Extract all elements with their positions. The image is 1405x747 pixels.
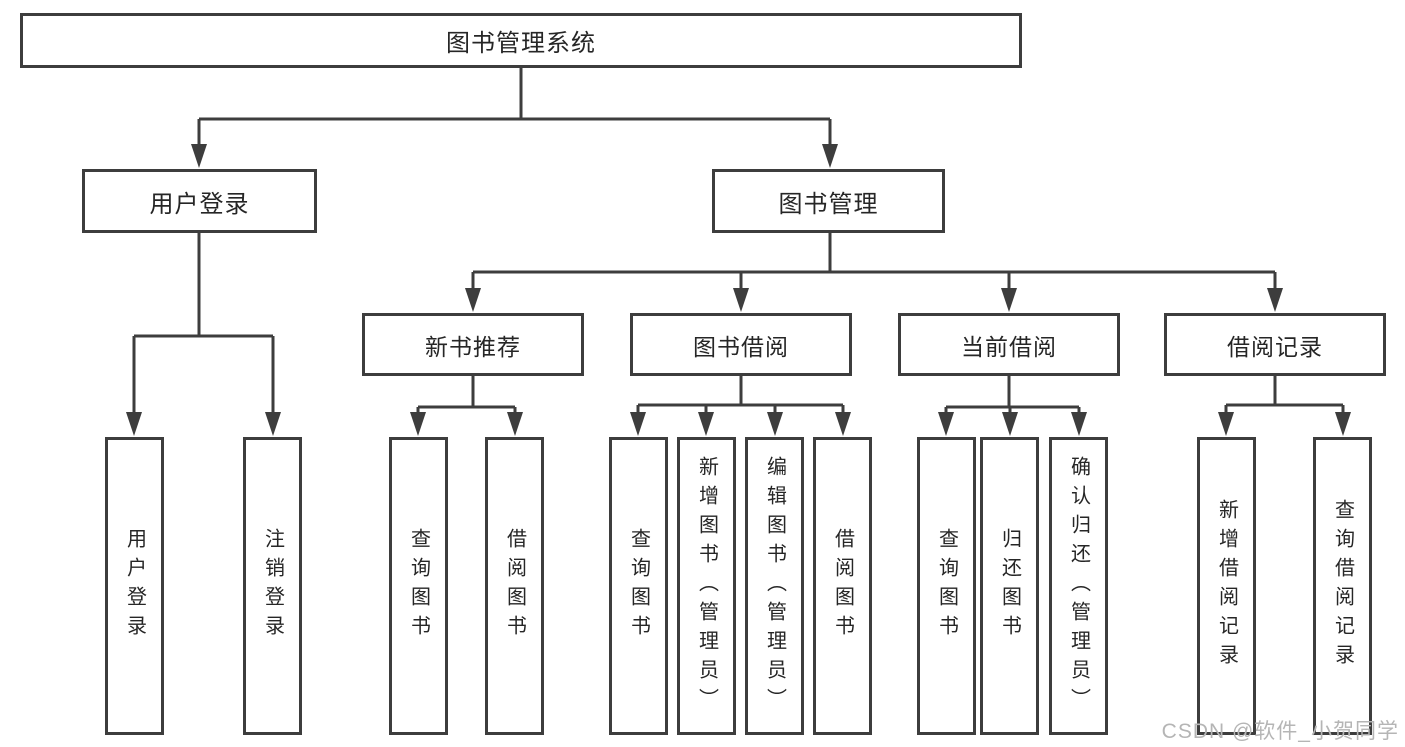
node-current-borrow: 当前借阅 [898,313,1120,376]
leaf-label: 借阅图书 [503,528,526,644]
leaf-query-books-current: 查询图书 [917,437,976,735]
node-label: 图书管理系统 [446,30,596,57]
node-label: 当前借阅 [961,333,1057,360]
leaf-borrow-books-recommend: 借阅图书 [485,437,544,735]
leaf-label: 编辑图书（管理员） [763,455,786,717]
leaf-confirm-return-admin: 确认归还（管理员） [1049,437,1108,735]
leaf-logout: 注销登录 [243,437,302,735]
node-book-management: 图书管理 [712,169,945,233]
leaf-label: 借阅图书 [831,528,854,644]
leaf-edit-books-admin: 编辑图书（管理员） [745,437,804,735]
node-user-login: 用户登录 [82,169,317,233]
csdn-watermark: CSDN @软件_小贺同学 [1161,720,1399,743]
leaf-label: 查询借阅记录 [1331,499,1354,673]
node-new-book-recommend: 新书推荐 [362,313,584,376]
leaf-label: 查询图书 [407,528,430,644]
leaf-borrow-books: 借阅图书 [813,437,872,735]
leaf-return-books: 归还图书 [980,437,1039,735]
leaf-query-books-borrow: 查询图书 [609,437,668,735]
node-root-library-system: 图书管理系统 [20,13,1022,68]
leaf-label: 用户登录 [123,528,146,644]
leaf-label: 确认归还（管理员） [1067,455,1090,717]
leaf-add-borrow-record: 新增借阅记录 [1197,437,1256,735]
node-label: 借阅记录 [1227,333,1323,360]
leaf-user-login: 用户登录 [105,437,164,735]
leaf-add-books-admin: 新增图书（管理员） [677,437,736,735]
arrowhead-icons [126,144,1351,436]
node-book-borrow: 图书借阅 [630,313,852,376]
leaf-label: 新增图书（管理员） [695,455,718,717]
leaf-query-books-recommend: 查询图书 [389,437,448,735]
leaf-query-borrow-record: 查询借阅记录 [1313,437,1372,735]
leaf-label: 新增借阅记录 [1215,499,1238,673]
node-label: 用户登录 [149,190,250,218]
leaf-label: 归还图书 [998,528,1021,644]
leaf-label: 查询图书 [935,528,958,644]
node-label: 图书管理 [778,190,879,218]
leaf-label: 注销登录 [261,528,284,644]
leaf-label: 查询图书 [627,528,650,644]
node-borrow-record: 借阅记录 [1164,313,1386,376]
node-label: 图书借阅 [693,333,789,360]
node-label: 新书推荐 [425,333,521,360]
